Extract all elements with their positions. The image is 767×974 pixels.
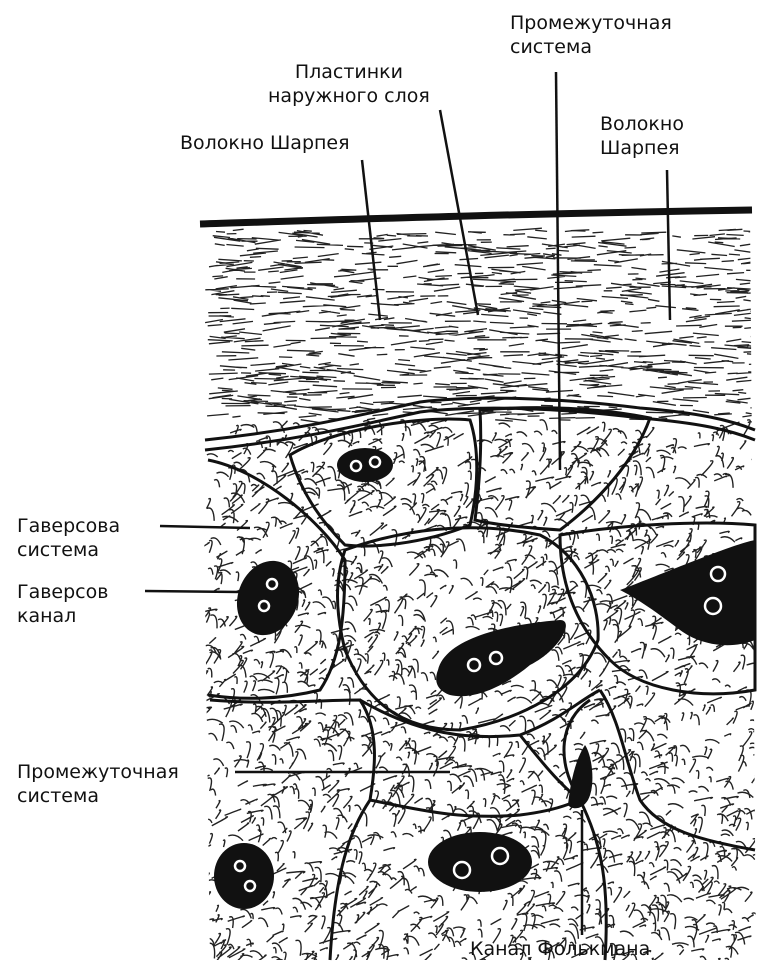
tissue-block <box>192 210 767 974</box>
volkmann-canal-shape <box>568 745 592 808</box>
haversian-canal-right <box>620 540 755 645</box>
label-sharpey-fiber-left: Волокно Шарпея <box>180 131 350 155</box>
label-haversian-system: Гаверсова система <box>17 514 120 562</box>
haversian-canal-bottom-left <box>214 843 274 909</box>
label-interstitial-system-bottom: Промежуточная система <box>17 760 179 808</box>
outer-lamellae-strokes <box>205 228 767 423</box>
label-volkmann-canal: Канал Фолькмана <box>470 937 650 961</box>
label-interstitial-system-top: Промежуточная система <box>510 11 672 59</box>
haversian-canal-bottom <box>428 832 532 892</box>
label-sharpey-fiber-right: Волокно Шарпея <box>600 112 684 160</box>
label-haversian-canal: Гаверсов канал <box>17 580 108 628</box>
label-outer-lamellae: Пластинки наружного слоя <box>268 60 430 108</box>
haversian-canal-upper <box>337 448 393 482</box>
